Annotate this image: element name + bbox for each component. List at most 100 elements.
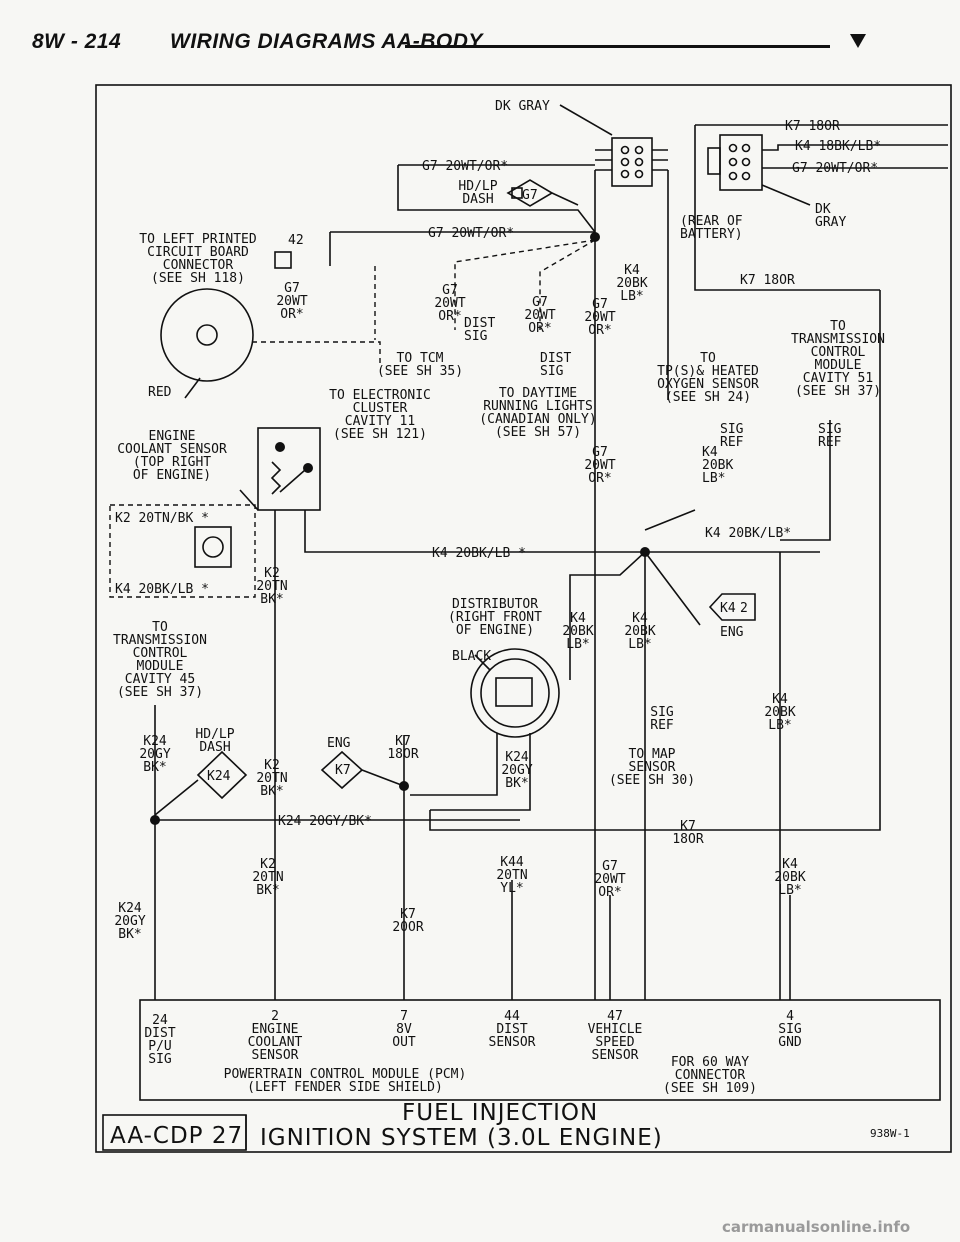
wire-label-k24-badge: K24 (207, 769, 231, 784)
wire-label-line: LB* (778, 883, 801, 898)
diagram-frame (95, 84, 952, 1153)
wire-label-line: G7 (522, 188, 538, 203)
wire-label-line: DK (815, 202, 831, 217)
wire-label-line: 44 (504, 1009, 520, 1024)
wire-label-line: 20TN (496, 868, 527, 883)
wire-label-line: (RIGHT FRONT (448, 610, 542, 625)
wire-label-line: (REAR OF (680, 214, 743, 229)
wire-label-g7-20wt-mid: G7 20WT/OR* (428, 226, 514, 241)
wire-label-line: FOR 60 WAY (671, 1055, 749, 1070)
wire-label-line: POWERTRAIN CONTROL MODULE (PCM) (224, 1067, 467, 1082)
wire-label-line: SENSOR (252, 1048, 299, 1063)
wire-label-line: (SEE SH 35) (377, 364, 463, 379)
footer-title-line2: IGNITION SYSTEM (3.0L ENGINE) (260, 1125, 663, 1151)
wire-label-line: LB* (620, 289, 643, 304)
wire-label-line: TO (830, 319, 846, 334)
wire-label-red-label: RED (148, 385, 172, 400)
wire-label-g7-20wt-upper: G7 20WT/OR* (422, 159, 508, 174)
wire-label-line: YL* (500, 881, 523, 896)
wire-label-line: CONNECTOR (675, 1068, 746, 1083)
wire-label-line: K4 (702, 445, 718, 460)
wire-label-line: OXYGEN SENSOR (657, 377, 759, 392)
wire-label-line: K24 (207, 769, 231, 784)
wire-label-line: BATTERY) (680, 227, 743, 242)
wire-label-line: SIG (148, 1052, 172, 1067)
wire-label-line: ENGINE (149, 429, 196, 444)
wire-label-line: CONTROL (811, 345, 866, 360)
wire-label-line: BK* (118, 927, 141, 942)
wire-label-line: TO ELECTRONIC (329, 388, 431, 403)
pcm-box (139, 999, 941, 1101)
wire-label-line: G7 20WT/OR* (792, 161, 878, 176)
wire-label-line: K4 (570, 611, 586, 626)
wire-label-line: 47 (607, 1009, 623, 1024)
wire-label-line: 4 (786, 1009, 794, 1024)
wire-label-line: G7 (284, 281, 300, 296)
left-pcb-connector (160, 288, 254, 382)
wire-label-k7-badge: K7 (335, 763, 351, 778)
wire-label-line: (SEE SH 37) (795, 384, 881, 399)
wire-label-line: CONTROL (133, 646, 188, 661)
wire-label-line: 18OR (387, 747, 418, 762)
page-number: 8W - 214 (32, 30, 122, 53)
wire-label-line: K4 (624, 263, 640, 278)
wire-label-line: 20BK (774, 870, 805, 885)
wire-label-line: K7 (400, 907, 416, 922)
wire-label-line: SENSOR (629, 760, 676, 775)
wire-label-line: K4 (772, 692, 788, 707)
wire-label-line: 20TN (256, 579, 287, 594)
wire-label-line: CLUSTER (353, 401, 408, 416)
wire-label-line: (SEE SH 24) (665, 390, 751, 405)
wire-label-k7-18or-mid: K7 18OR (740, 273, 795, 288)
wire-label-k4-18bk-top: K4 18BK/LB* (795, 139, 881, 154)
wire-label-line: TO (700, 351, 716, 366)
wire-label-to-tcm: TO TCM(SEE SH 35) (377, 351, 463, 379)
wire-label-line: GND (778, 1035, 802, 1050)
wire-label-line: (LEFT FENDER SIDE SHIELD) (247, 1080, 443, 1095)
wire-label-line: DIST (496, 1022, 527, 1037)
wire-label-line: 20BK (624, 624, 655, 639)
header-rule (405, 45, 830, 48)
wire-label-eng-k7: ENG (327, 736, 351, 751)
wire-label-eng-right: ENG (720, 625, 744, 640)
wire-label-line: K2 (264, 758, 280, 773)
wire-label-num-2: 2 (740, 601, 748, 616)
wire-label-line: 2 (271, 1009, 279, 1024)
wire-label-line: K24 (143, 734, 167, 749)
wire-label-line: 20GY (139, 747, 170, 762)
wire-label-pcm: POWERTRAIN CONTROL MODULE (PCM)(LEFT FEN… (224, 1067, 467, 1095)
wire-label-line: BLACK (452, 649, 491, 664)
distributor (470, 648, 560, 738)
wire-label-line: OR* (588, 471, 611, 486)
wire-label-line: P/U (148, 1039, 171, 1054)
wire-label-line: OR* (438, 309, 461, 324)
wire-label-line: 20GY (114, 914, 145, 929)
wire-label-line: CONNECTOR (163, 258, 234, 273)
wire-label-line: BK* (260, 784, 283, 799)
wire-label-line: COOLANT SENSOR (117, 442, 227, 457)
wire-label-line: OR* (280, 307, 303, 322)
wire-label-line: TP(S)& HEATED (657, 364, 759, 379)
wire-label-line: (CANADIAN ONLY) (479, 412, 596, 427)
wire-label-line: K2 (260, 857, 276, 872)
wire-label-line: 20WT (524, 308, 555, 323)
wire-label-k2-20tn-box: K2 20TN/BK * (115, 511, 209, 526)
wire-label-line: K7 18OR (785, 119, 840, 134)
wire-label-line: OR* (528, 321, 551, 336)
